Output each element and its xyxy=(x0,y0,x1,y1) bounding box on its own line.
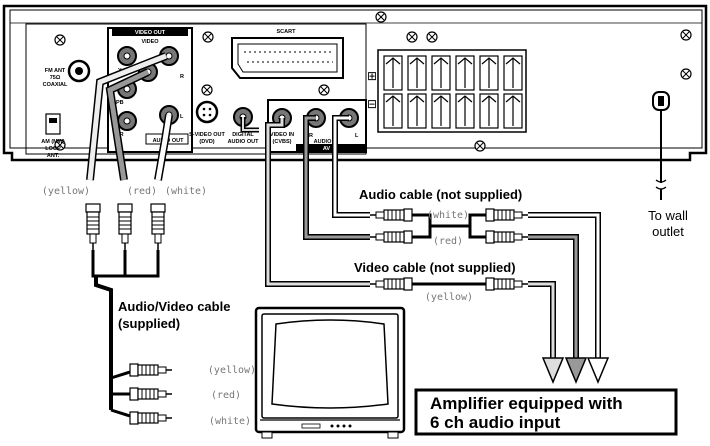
scart-connector[interactable] xyxy=(231,37,344,79)
svg-text:L: L xyxy=(180,114,184,120)
wall-outlet-label: To wall xyxy=(648,208,688,223)
av-cable-title: Audio/Video cable xyxy=(118,299,230,314)
svg-text:75Ω: 75Ω xyxy=(50,75,61,81)
video-out-header: VIDEO OUT xyxy=(135,30,166,36)
video-cable xyxy=(240,117,556,360)
left-yellow-label: (yellow) xyxy=(42,186,90,197)
left-red-label: (red) xyxy=(127,186,157,197)
video-label: VIDEO xyxy=(141,39,159,45)
svg-text:LOOP: LOOP xyxy=(45,146,61,152)
audio-cable xyxy=(303,115,601,360)
tv-white-label: (white) xyxy=(209,416,251,427)
svg-text:(supplied): (supplied) xyxy=(118,316,180,331)
power-cord xyxy=(655,110,667,200)
screw-icon xyxy=(318,84,330,96)
dvd-rear-panel: FM ANT 75Ω COAXIAL AM (MW) LOOP ANT. VID… xyxy=(2,4,708,162)
minus-icon: ⊟ xyxy=(367,97,377,111)
av-cable-supplied xyxy=(85,52,173,425)
svg-text:(DVD): (DVD) xyxy=(199,139,214,145)
tv-yellow-label: (yellow) xyxy=(208,365,256,376)
am-ant-label: AM (MW) xyxy=(41,139,65,145)
audio-red-label: (red) xyxy=(433,236,463,247)
svg-text:(CVBS): (CVBS) xyxy=(273,139,292,145)
arrow-down-icon xyxy=(541,357,610,384)
svg-text:outlet: outlet xyxy=(652,224,684,239)
plus-icon: ⊞ xyxy=(367,69,377,83)
video-cable-title: Video cable (not supplied) xyxy=(354,260,516,275)
audio-in-label: AUDIO IN xyxy=(314,139,339,145)
screw-icon xyxy=(202,31,214,43)
screw-icon xyxy=(375,11,387,23)
audio-white-label: (white) xyxy=(427,210,469,221)
screw-icon xyxy=(426,31,438,43)
svg-text:R: R xyxy=(180,74,184,80)
svg-text:ANT.: ANT. xyxy=(47,153,60,159)
screw-icon xyxy=(406,31,418,43)
screw-icon xyxy=(680,29,692,41)
screw-icon xyxy=(474,140,486,152)
av-in-label: AV IN xyxy=(323,146,337,152)
svg-text:R: R xyxy=(309,133,313,139)
amplifier-box xyxy=(414,388,678,436)
screw-icon xyxy=(54,34,66,46)
amplifier-label: Amplifier equipped with xyxy=(430,394,623,413)
speaker-terminals[interactable] xyxy=(377,49,527,133)
video-in-label: VIDEO IN xyxy=(270,132,294,138)
fm-ant-label: FM ANT xyxy=(45,68,66,74)
s-video-label: S-VIDEO OUT xyxy=(189,132,225,138)
screw-icon xyxy=(680,68,692,80)
screw-icon xyxy=(201,84,213,96)
left-white-label: (white) xyxy=(165,186,207,197)
video-yellow-label: (yellow) xyxy=(425,292,473,303)
svg-text:AUDIO OUT: AUDIO OUT xyxy=(228,139,260,145)
digital-audio-out-label: DIGITAL xyxy=(232,132,254,138)
svg-text:L: L xyxy=(355,133,359,139)
svg-text:6 ch audio input: 6 ch audio input xyxy=(430,413,561,432)
audio-cable-title: Audio cable (not supplied) xyxy=(359,187,522,202)
svg-text:PB: PB xyxy=(116,100,124,106)
tv-icon xyxy=(254,306,406,439)
svg-text:COAXIAL: COAXIAL xyxy=(43,82,68,88)
scart-label: SCART xyxy=(277,29,297,35)
am-antenna-terminal[interactable] xyxy=(45,113,61,135)
scart-pins xyxy=(244,51,333,63)
s-video-out-jack[interactable] xyxy=(195,100,219,124)
tv-red-label: (red) xyxy=(211,390,241,401)
